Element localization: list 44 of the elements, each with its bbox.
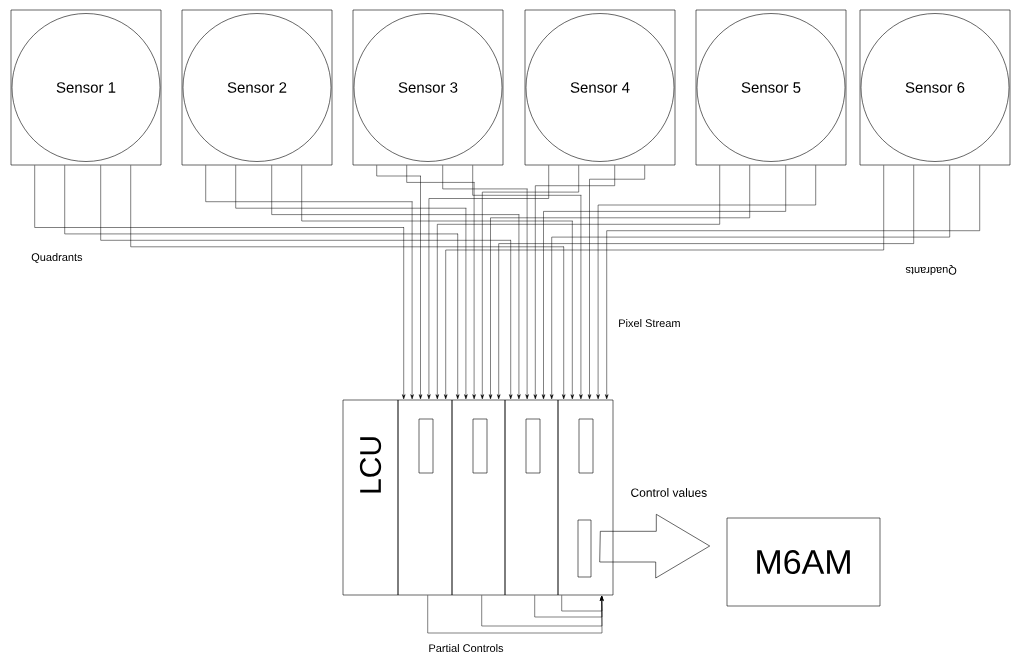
signal-line bbox=[444, 165, 884, 400]
block-arrow bbox=[599, 514, 710, 579]
signal-line bbox=[271, 165, 521, 400]
sensor-box: Sensor 3 bbox=[352, 9, 504, 166]
signal-line bbox=[205, 165, 414, 400]
signal-line bbox=[442, 165, 529, 400]
signal-line bbox=[435, 165, 720, 400]
signal-line bbox=[64, 165, 460, 400]
signal-line bbox=[100, 165, 513, 400]
sensor-box: Sensor 6 bbox=[859, 9, 1011, 166]
card-box bbox=[451, 399, 506, 596]
control-line bbox=[534, 595, 604, 618]
signal-line bbox=[533, 165, 615, 400]
signal-line bbox=[34, 165, 406, 400]
sensor-box: Sensor 1 bbox=[10, 9, 162, 166]
control-line bbox=[427, 595, 604, 634]
card-box bbox=[557, 399, 614, 596]
signal-line bbox=[587, 165, 645, 400]
text-label: Quadrants bbox=[905, 265, 957, 276]
card-box bbox=[504, 399, 559, 596]
signal-line bbox=[301, 165, 574, 400]
control-line bbox=[561, 595, 604, 612]
signal-line bbox=[376, 165, 423, 400]
signal-line bbox=[596, 165, 816, 400]
sensor-box: Sensor 2 bbox=[181, 9, 333, 166]
signal-line bbox=[541, 165, 786, 400]
sensor-box: Sensor 4 bbox=[524, 9, 676, 166]
signal-line bbox=[235, 165, 468, 400]
control-unit-box: LCU bbox=[342, 399, 399, 596]
sensor-box: Sensor 5 bbox=[695, 9, 847, 166]
signal-line bbox=[427, 165, 549, 400]
signal-line bbox=[488, 165, 750, 400]
card-box bbox=[397, 399, 453, 596]
signal-line bbox=[130, 165, 566, 400]
text-label: Pixel Stream bbox=[619, 318, 680, 328]
signal-line bbox=[605, 165, 980, 400]
text-label: Quadrants bbox=[31, 253, 83, 263]
signal-line bbox=[497, 165, 914, 400]
text-label: Partial Controls bbox=[429, 643, 504, 653]
edge-label: Control values bbox=[629, 487, 709, 498]
module-box: M6AM bbox=[726, 517, 881, 607]
control-line bbox=[481, 595, 604, 627]
signal-line bbox=[406, 165, 476, 400]
signal-line bbox=[550, 165, 950, 400]
